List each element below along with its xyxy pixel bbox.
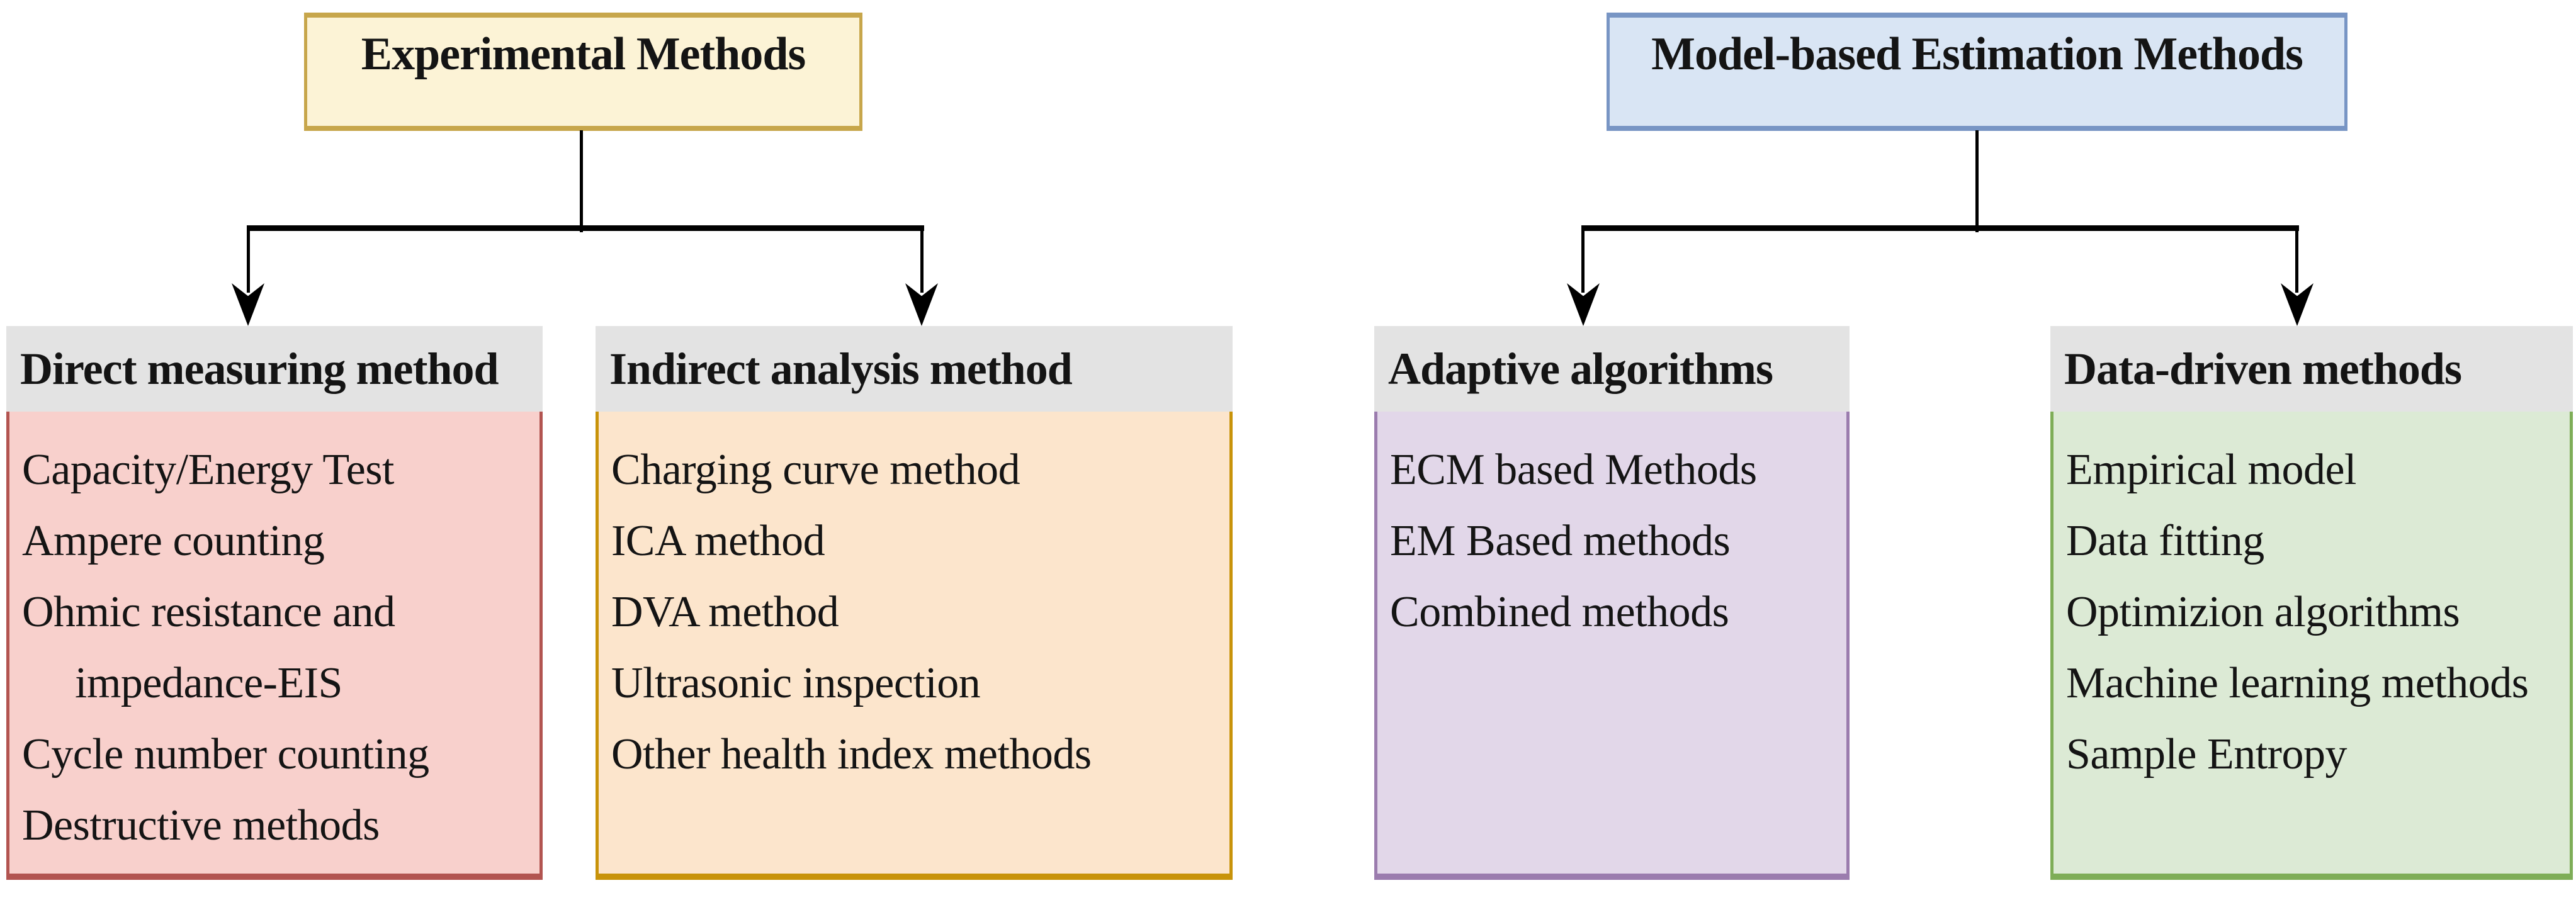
root-box-experimental-methods: Experimental Methods — [304, 13, 862, 131]
connector-bar-left — [247, 225, 924, 231]
list-item: Capacity/Energy Test — [22, 446, 394, 494]
list-item: Optimizion algorithms — [2066, 588, 2460, 636]
list-item: Ampere counting — [22, 517, 325, 565]
root-box-label: Model-based Estimation Methods — [1651, 28, 2303, 80]
list-item: Other health index methods — [611, 730, 1092, 779]
category-title: Indirect analysis method — [609, 343, 1073, 394]
category-title: Direct measuring method — [20, 343, 499, 394]
connector-stem-left — [580, 130, 583, 232]
category-box-data-driven: Data-driven methods Empirical model Data… — [2050, 326, 2573, 880]
connector-drop-adaptive — [1581, 230, 1585, 293]
list-item: EM Based methods — [1390, 517, 1731, 565]
list-item: ICA method — [611, 517, 825, 565]
list-item: Combined methods — [1390, 588, 1729, 636]
category-box-indirect-analysis: Indirect analysis method Charging curve … — [596, 326, 1233, 880]
list-item: ECM based Methods — [1390, 446, 1757, 494]
category-header: Indirect analysis method — [596, 326, 1233, 412]
connector-bar-right — [1581, 225, 2299, 231]
category-body: Empirical model Data fitting Optimizion … — [2053, 412, 2570, 790]
connector-drop-indirect — [920, 230, 924, 293]
category-box-adaptive-algorithms: Adaptive algorithms ECM based Methods EM… — [1374, 326, 1850, 880]
category-header: Data-driven methods — [2050, 326, 2573, 412]
category-header: Direct measuring method — [6, 326, 543, 412]
root-box-label: Experimental Methods — [361, 28, 806, 80]
list-item: Sample Entropy — [2066, 730, 2347, 779]
list-item: Empirical model — [2066, 446, 2356, 494]
root-box-model-based-methods: Model-based Estimation Methods — [1607, 13, 2347, 131]
list-item: Ohmic resistance and — [22, 588, 395, 636]
list-item: Data fitting — [2066, 517, 2264, 565]
category-box-direct-measuring: Direct measuring method Capacity/Energy … — [6, 326, 543, 880]
list-item: Charging curve method — [611, 446, 1020, 494]
list-item: Destructive methods — [22, 801, 380, 850]
category-body: Charging curve method ICA method DVA met… — [599, 412, 1229, 790]
list-item: Machine learning methods — [2066, 659, 2529, 707]
category-body: ECM based Methods EM Based methods Combi… — [1377, 412, 1846, 648]
connector-stem-right — [1975, 130, 1979, 232]
connector-drop-datadriven — [2295, 230, 2298, 293]
list-item: DVA method — [611, 588, 839, 636]
category-header: Adaptive algorithms — [1374, 326, 1850, 412]
connector-drop-direct — [247, 230, 250, 293]
list-item: Ultrasonic inspection — [611, 659, 981, 707]
list-item: Cycle number counting — [22, 730, 429, 779]
category-title: Adaptive algorithms — [1388, 343, 1773, 394]
list-item-continuation: impedance-EIS — [75, 659, 342, 707]
category-body: Capacity/Energy Test Ampere counting Ohm… — [9, 412, 539, 861]
category-title: Data-driven methods — [2064, 343, 2462, 394]
